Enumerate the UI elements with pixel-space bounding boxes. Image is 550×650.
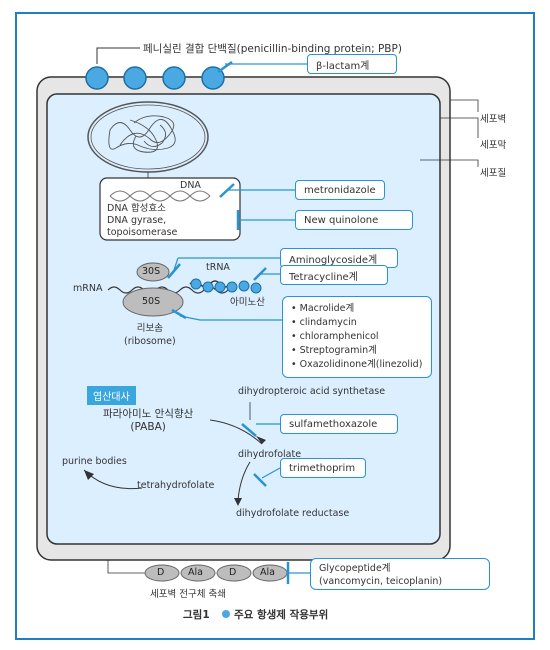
dna-title: DNA [180, 180, 201, 191]
cell-membrane-label: 세포막 [480, 140, 507, 151]
wall-unit-2: Ala [188, 567, 203, 578]
amino-acid-chain [190, 278, 262, 294]
drug-list-item: clindamycin [291, 316, 423, 330]
drug-list-item: chloramphenicol [291, 330, 423, 344]
tetrahydrofolate-label: tetrahydrofolate [137, 480, 215, 491]
s30-label: 30S [142, 266, 161, 277]
dihydrofolate-label: dihydrofolate [238, 449, 302, 460]
purine-label: purine bodies [62, 456, 127, 467]
cell-wall-label: 세포벽 [480, 114, 507, 125]
mrna-label: mRNA [73, 283, 103, 294]
drug-list-item: Streptogramin계 [291, 344, 423, 358]
quinolone-box: New quinolone [295, 210, 413, 230]
wall-chain-label: 세포벽 전구체 축쇄 [150, 589, 226, 600]
wall-unit-4: Ala [260, 567, 275, 578]
ribosome-label: 리보솜 (ribosome) [124, 323, 176, 347]
amino-acid-label: 아미노산 [230, 297, 265, 308]
trimethoprim-box: trimethoprim [280, 458, 366, 478]
enzyme1-label: dihydropteroic acid synthetase [238, 386, 386, 397]
ribosome-30s [136, 262, 170, 282]
ribosome-50s-drug-list: Macrolide계 clindamycin chloramphenicol S… [282, 296, 432, 378]
metronidazole-box: metronidazole [295, 180, 385, 200]
s50-label: 50S [142, 296, 161, 307]
ribosome-50s [122, 287, 184, 317]
enzyme2-label: dihydrofolate reductase [236, 508, 350, 519]
dna-box [99, 177, 241, 241]
caption-prefix: 그림1 [183, 609, 210, 621]
caption-text: 주요 항생제 작용부위 [234, 609, 329, 621]
sulfamethoxazole-box: sulfamethoxazole [280, 414, 398, 434]
glycopeptide-box: Glycopeptide계 (vancomycin, teicoplanin) [310, 558, 490, 590]
caption-dot [222, 610, 230, 618]
dna-enzymes: DNA 합성효소 DNA gyrase, topoisomerase [107, 203, 178, 238]
wall-chain-beads [144, 564, 288, 582]
cytoplasm-label: 세포질 [480, 168, 507, 179]
beta-lactam-box: β-lactam계 [307, 54, 397, 74]
trna-label: tRNA [206, 262, 230, 273]
drug-list-item: Macrolide계 [291, 302, 423, 316]
folate-section-tag: 엽산대사 [87, 386, 136, 405]
wall-unit-3: D [229, 567, 237, 578]
paba-label: 파라아미노 안식향산 (PABA) [103, 408, 194, 433]
tetracycline-box: Tetracycline계 [280, 265, 388, 285]
drug-list-item: Oxazolidinone계(linezolid) [291, 358, 423, 372]
pbp-label: 페니실린 결합 단백질(penicillin-binding protein; … [143, 43, 402, 55]
wall-unit-1: D [157, 567, 165, 578]
